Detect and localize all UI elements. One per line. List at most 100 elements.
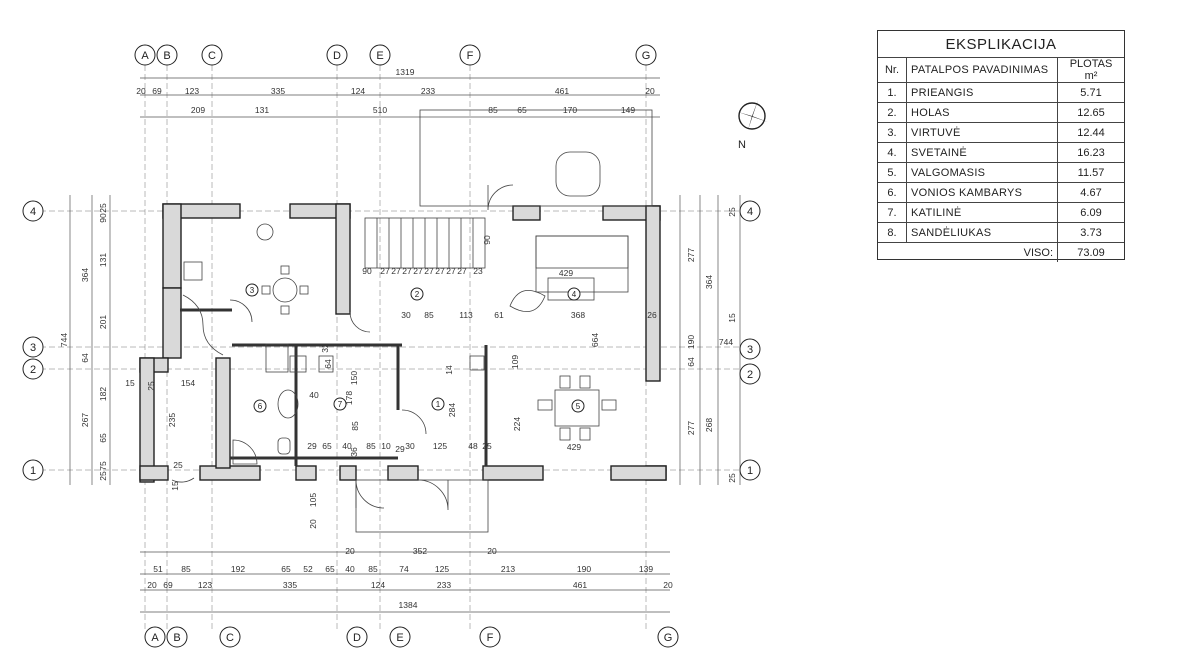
dimension-label: 429 <box>559 268 573 278</box>
axis-label-2: 2 <box>30 364 36 376</box>
dimension-label: 27 <box>413 266 423 276</box>
dimension-label: 30 <box>401 310 411 320</box>
dimension-label: 429 <box>567 442 581 452</box>
row-area: 4.67 <box>1057 182 1124 203</box>
dimension-label: 113 <box>459 310 473 320</box>
dimension-label: 29 <box>395 444 405 454</box>
header-name: PATALPOS PAVADINIMAS <box>906 57 1058 83</box>
dimension-label: 170 <box>563 105 577 115</box>
dimension-label: 233 <box>421 86 435 96</box>
dimension-label: 61 <box>494 310 504 320</box>
exterior-walls <box>139 203 667 483</box>
dimension-label: 131 <box>98 253 108 267</box>
room-number-bubble <box>410 287 424 301</box>
row-name: SANDĖLIUKAS <box>906 222 1058 243</box>
header-area: PLOTAS m² <box>1057 57 1124 83</box>
dimension-label: 1319 <box>396 67 415 77</box>
axis-label-4: 4 <box>30 206 36 218</box>
axis-bubble <box>369 44 391 66</box>
row-nr: 1. <box>878 82 907 103</box>
dimension-label: 352 <box>413 546 427 556</box>
row-nr: 7. <box>878 202 907 223</box>
dimension-label: 267 <box>80 413 90 427</box>
axis-bubble <box>201 44 223 66</box>
dimension-label: 510 <box>373 105 387 115</box>
dimension-label: 27 <box>391 266 401 276</box>
dimension-label: 20 <box>308 519 318 529</box>
dimension-label: 20 <box>147 580 157 590</box>
interior-partitions <box>180 308 488 466</box>
room-number-1: 1 <box>436 400 441 409</box>
dimension-label: 90 <box>362 266 372 276</box>
dimension-label: 178 <box>344 391 354 405</box>
north-arrow <box>738 100 768 130</box>
axis-bubble <box>346 626 368 648</box>
dimension-label: 213 <box>501 564 515 574</box>
room-number-bubble <box>431 397 445 411</box>
dimension-label: 90 <box>98 213 108 223</box>
axis-bubble <box>326 44 348 66</box>
dimension-label: 25 <box>98 471 108 481</box>
dimension-label: 190 <box>577 564 591 574</box>
dimension-label: 1384 <box>399 600 418 610</box>
dimension-label: 25 <box>482 441 492 451</box>
axis-label-3: 3 <box>30 342 36 354</box>
axis-bubble <box>22 459 44 481</box>
axis-bubble <box>739 200 761 222</box>
dimension-label: 32 <box>320 343 330 353</box>
room-number-bubble <box>245 283 259 297</box>
dimension-label: 40 <box>309 390 319 400</box>
door-swings <box>171 184 514 511</box>
room-number-bubble <box>333 397 347 411</box>
axis-label-a: A <box>141 50 149 62</box>
dimension-label: 69 <box>152 86 162 96</box>
axis-bubble <box>22 200 44 222</box>
dimension-label: 124 <box>351 86 365 96</box>
dimension-label: 150 <box>349 371 359 385</box>
axis-bubble <box>144 626 166 648</box>
axis-label-g: G <box>642 50 651 62</box>
room-number-7: 7 <box>338 400 343 409</box>
dimension-label: 364 <box>80 268 90 282</box>
dimension-label: 85 <box>181 564 191 574</box>
dimension-label: 30 <box>405 441 415 451</box>
dimension-label: 25 <box>727 207 737 217</box>
dimension-label: 131 <box>255 105 269 115</box>
dimension-label: 368 <box>571 310 585 320</box>
dimension-label: 74 <box>399 564 409 574</box>
dimension-label: 123 <box>198 580 212 590</box>
dimension-label: 85 <box>350 421 360 431</box>
dimension-label: 25 <box>98 203 108 213</box>
table-row: 1. PRIEANGIS 5.71 <box>878 82 1124 103</box>
dimension-label: 25 <box>727 473 737 483</box>
dimension-label: 192 <box>231 564 245 574</box>
table-row: 3. VIRTUVĖ 12.44 <box>878 122 1124 143</box>
axis-label-e: E <box>376 50 383 62</box>
bathroom-fixtures <box>232 343 485 465</box>
room-number-3: 3 <box>250 286 255 295</box>
dimension-label: 109 <box>510 355 520 369</box>
row-nr: 5. <box>878 162 907 183</box>
dimension-label: 335 <box>271 86 285 96</box>
row-area: 5.71 <box>1057 82 1124 103</box>
table-row: 2. HOLAS 12.65 <box>878 102 1124 123</box>
row-name: KATILINĖ <box>906 202 1058 223</box>
dimension-label: 664 <box>590 333 600 347</box>
dimension-label: 27 <box>457 266 467 276</box>
dimension-label: 15 <box>170 481 180 491</box>
total-value: 73.09 <box>1057 242 1124 262</box>
axis-bubble <box>166 626 188 648</box>
dimension-label: 124 <box>371 580 385 590</box>
header-nr: Nr. <box>878 57 907 83</box>
dimension-label: 26 <box>647 310 657 320</box>
dimension-label: 235 <box>167 413 177 427</box>
dimension-label: 277 <box>686 248 696 262</box>
dimension-label: 125 <box>433 441 447 451</box>
table-row: 4. SVETAINĖ 16.23 <box>878 142 1124 163</box>
dimension-label: 64 <box>323 359 333 369</box>
dimension-label: 201 <box>98 315 108 329</box>
row-name: VALGOMASIS <box>906 162 1058 183</box>
axis-bubble <box>219 626 241 648</box>
